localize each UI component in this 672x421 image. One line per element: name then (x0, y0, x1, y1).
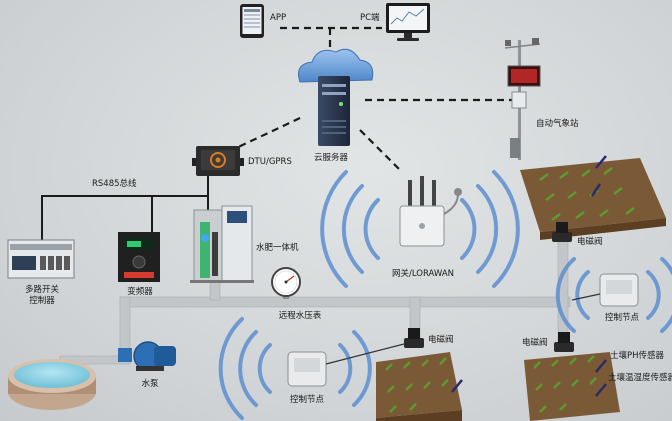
label-multi-switch-line2: 控制器 (29, 296, 55, 306)
control-node-right-icon (571, 273, 639, 307)
field-bottom-center (376, 352, 463, 421)
solenoid-valve-top-icon (552, 222, 572, 242)
phone-app-icon (240, 4, 264, 38)
control-node-left-icon (287, 343, 405, 387)
water-pool-icon (8, 359, 96, 410)
solenoid-valve-mid-icon (404, 328, 424, 348)
field-bottom-right (524, 352, 620, 421)
lorawan-gateway-icon (399, 176, 462, 247)
wireless-waves-node-left (218, 317, 372, 420)
label-gateway: 网关/LORAWAN (391, 269, 455, 279)
network-links (231, 26, 515, 171)
label-solenoid-mid: 电磁阀 (428, 335, 454, 345)
pc-monitor-icon (386, 3, 430, 41)
solenoid-valve-right-icon (554, 332, 574, 352)
label-pressure-gauge: 远程水压表 (278, 311, 322, 321)
label-multi-switch-line1: 多路开关 (24, 285, 60, 295)
dtu-gprs-module-icon (192, 146, 244, 176)
label-app: APP (270, 13, 287, 23)
label-inverter: 变频器 (127, 287, 153, 297)
cloud-server-icon (298, 48, 374, 146)
label-pump: 水泵 (141, 379, 159, 389)
wireless-waves-gateway (320, 170, 520, 288)
label-pc: PC端 (360, 13, 380, 23)
label-soil-moisture-sensor: 土壤温湿度传感器 (608, 373, 672, 383)
multi-switch-controller-icon (7, 239, 75, 279)
pressure-gauge-icon (271, 267, 301, 299)
label-solenoid-right: 电磁阀 (522, 338, 548, 348)
field-top-right (520, 155, 666, 240)
label-soil-ph-sensor: 土壤PH传感器 (610, 351, 665, 361)
label-control-node-left: 控制节点 (289, 395, 325, 405)
label-weather-station: 自动气象站 (536, 119, 579, 129)
label-fertigation: 水肥一体机 (256, 243, 299, 253)
label-control-node-right: 控制节点 (604, 313, 640, 323)
label-solenoid-top: 电磁阀 (577, 237, 603, 247)
water-pump-icon (118, 341, 176, 371)
inverter-icon (118, 232, 160, 282)
fertigation-machine-icon (190, 205, 254, 283)
label-rs485: RS485总线 (92, 179, 137, 189)
rs485-bus (41, 174, 209, 240)
label-cloud-server: 云服务器 (313, 153, 349, 163)
wireless-waves-node-right (555, 257, 672, 333)
weather-station-icon (504, 38, 541, 160)
label-dtu: DTU/GPRS (248, 157, 292, 167)
